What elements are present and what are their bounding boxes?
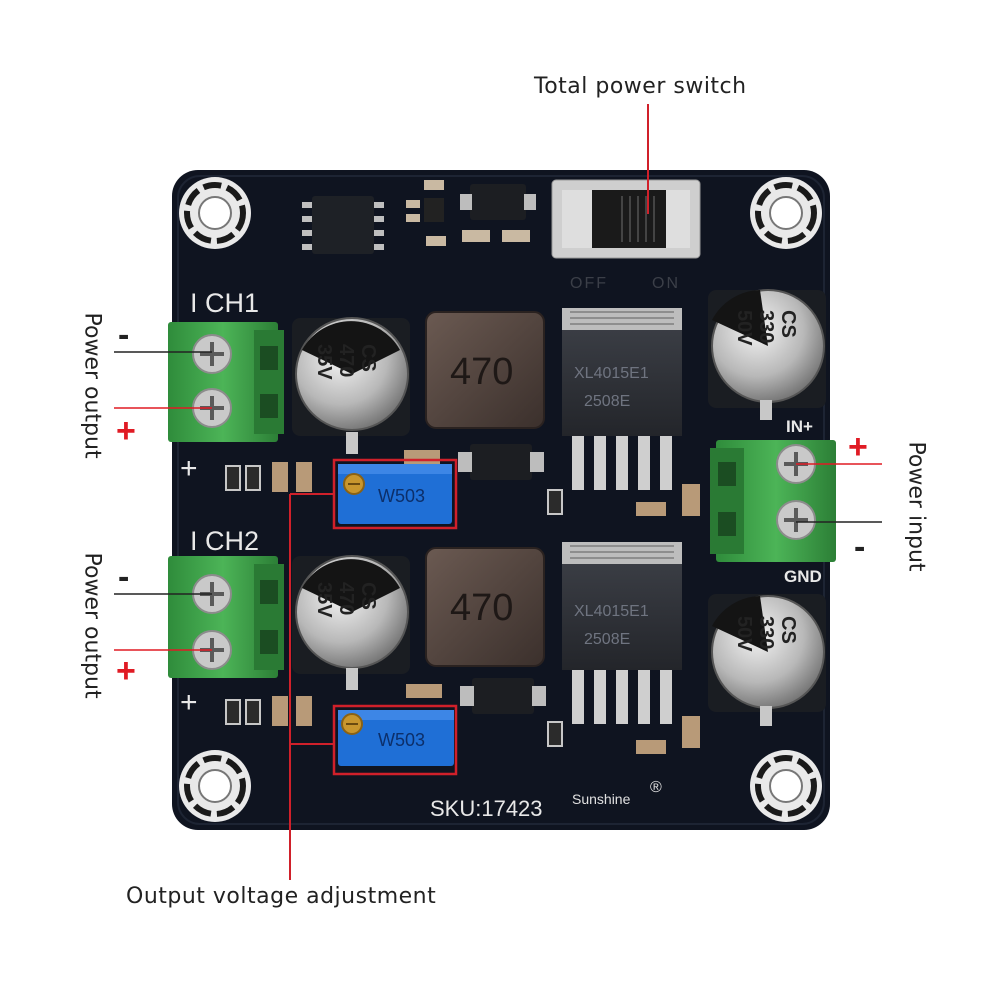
callout-power-output-ch2: Power output (79, 552, 105, 699)
capacitor-470-ch2-text: CS 470 35V (313, 582, 379, 618)
in-plus-label: IN+ (786, 417, 813, 436)
switch-off-label: OFF (570, 275, 608, 292)
capacitor-470-ch1-text: CS 470 35V (313, 344, 379, 380)
svg-text:CS: CS (357, 344, 379, 372)
callout-power-output-ch1: Power output (79, 312, 105, 459)
ch1-plus-label: + (180, 452, 198, 485)
pot-ch1-label: W503 (378, 486, 425, 506)
mounting-hole-tr (750, 177, 822, 249)
capacitor-470-ch2 (292, 555, 410, 690)
terminal-input (710, 440, 836, 562)
brand-label: Sunshine (572, 791, 631, 807)
terminal-ch2 (168, 556, 284, 678)
svg-text:35V: 35V (313, 344, 335, 380)
power-switch (551, 179, 701, 259)
pot-ch2-label: W503 (378, 730, 425, 750)
sign-input-minus: - (854, 528, 866, 566)
inductor-ch2 (425, 547, 545, 667)
capacitor-330-top-text: CS 330 50V (733, 310, 799, 346)
sku-label: SKU:17423 (430, 796, 543, 821)
capacitor-330-bottom (708, 594, 826, 726)
switch-on-label: ON (652, 275, 680, 292)
svg-text:35V: 35V (313, 582, 335, 618)
svg-text:470: 470 (335, 344, 357, 377)
callout-total-power-switch: Total power switch (534, 74, 747, 99)
callout-power-input: Power input (903, 441, 929, 572)
sign-ch2-plus: + (116, 652, 136, 690)
svg-text:470: 470 (335, 582, 357, 615)
mounting-hole-tl (179, 177, 251, 249)
svg-text:CS: CS (777, 310, 799, 338)
inductor-ch1-label: 470 (450, 351, 513, 393)
callout-line-adjust (289, 493, 334, 880)
svg-text:50V: 50V (733, 616, 755, 652)
gnd-label: GND (784, 567, 822, 586)
highlight-box-ch2 (332, 704, 458, 776)
inductor-ch2-label: 470 (450, 587, 513, 629)
svg-text:CS: CS (357, 582, 379, 610)
ch2-label: I CH2 (190, 526, 259, 556)
xl4015-chip-ch1 (562, 308, 682, 490)
registered-mark: ® (650, 779, 662, 796)
potentiometer-ch2 (338, 710, 454, 766)
ch1-label: I CH1 (190, 288, 259, 318)
mounting-hole-br (750, 750, 822, 822)
diode-ch2 (460, 678, 546, 714)
diode-top (460, 184, 536, 220)
sign-ch1-plus: + (116, 412, 136, 450)
diode-ch1 (458, 444, 544, 480)
xl4015-ch1-model: XL4015E1 (574, 365, 649, 382)
capacitor-330-top (708, 289, 826, 420)
capacitor-470-ch1 (292, 317, 410, 454)
xl4015-chip-ch2 (562, 542, 682, 724)
svg-text:50V: 50V (733, 310, 755, 346)
mounting-hole-bl (179, 750, 251, 822)
ic-soic8 (302, 196, 384, 254)
svg-text:330: 330 (755, 310, 777, 343)
svg-text:CS: CS (777, 616, 799, 644)
smd-capacitors (272, 450, 700, 754)
svg-text:330: 330 (755, 616, 777, 649)
smd-parts-top (406, 180, 530, 246)
xl4015-ch2-code: 2508E (584, 631, 630, 648)
sign-ch2-minus: - (118, 558, 130, 596)
sot23-top (424, 198, 444, 222)
capacitor-330-bottom-text: CS 330 50V (733, 616, 799, 652)
ch2-plus-label: + (180, 686, 198, 719)
inductor-ch1 (425, 311, 545, 429)
xl4015-ch2-model: XL4015E1 (574, 603, 649, 620)
smd-resistors (225, 465, 563, 747)
sign-ch1-minus: - (118, 316, 130, 354)
callout-output-voltage-adjustment: Output voltage adjustment (126, 884, 437, 909)
terminal-ch1 (168, 322, 284, 442)
sign-input-plus: + (848, 428, 868, 466)
potentiometer-ch1 (338, 464, 452, 524)
xl4015-ch1-code: 2508E (584, 393, 630, 410)
